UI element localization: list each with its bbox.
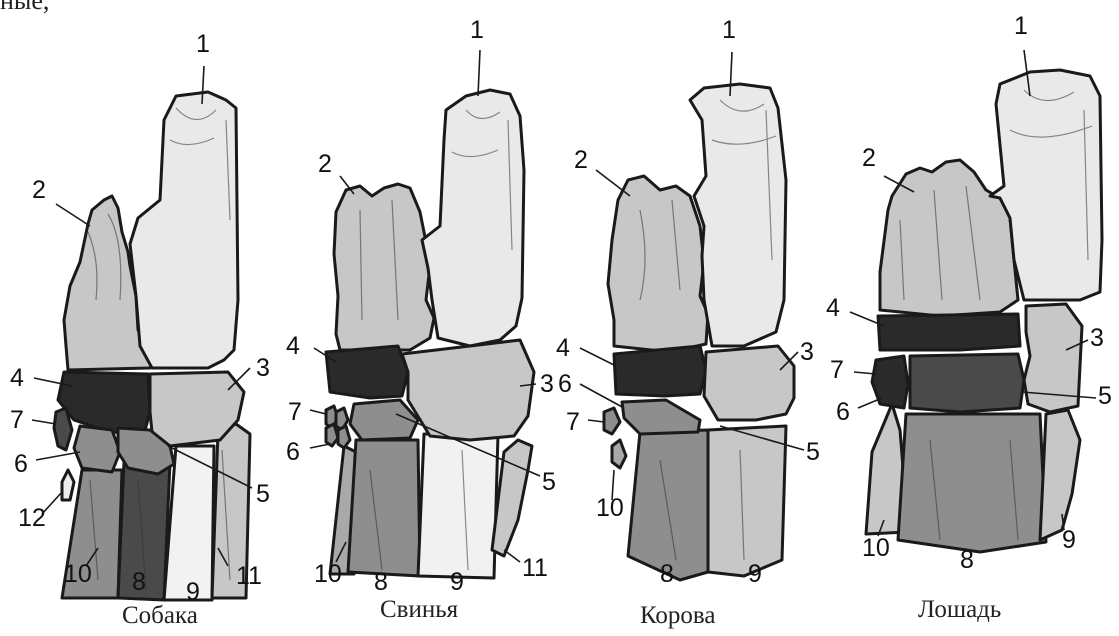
pig-bone-6a [326,424,338,446]
horse-bone-8 [898,414,1046,552]
cow-bone-6 [622,400,700,434]
pig-bone-2 [334,184,434,350]
cow-label-2: 2 [574,148,588,173]
horse-label-5: 5 [1098,384,1112,409]
cow-label-5: 5 [806,440,820,465]
dog-bone-9 [164,446,214,600]
pig-leader-11 [504,550,520,562]
pig-leader-1 [478,50,480,96]
pig-label-5: 5 [542,470,556,495]
pig-bone-8 [348,440,420,576]
cow-label-9: 9 [748,562,762,587]
pig-label-1: 1 [470,18,484,43]
dog-bone-12 [62,470,74,500]
dog-label-1: 1 [196,32,210,57]
horse-label-6: 6 [836,400,850,425]
dog-label-6: 6 [14,452,28,477]
caption-horse: Лошадь [918,596,1001,624]
cow-bone-2 [608,176,708,352]
cow-bone-9 [708,426,786,576]
cow-leader-4 [580,348,616,366]
cow-bone-4 [614,346,706,396]
horse-label-2: 2 [862,146,876,171]
cow-label-6: 6 [558,372,572,397]
dog-label-3: 3 [256,356,270,381]
horse-label-3: 3 [1090,326,1104,351]
dog-bone-6 [74,426,120,472]
pig-label-3: 3 [540,372,554,397]
horse-bone-4 [878,314,1020,350]
caption-dog: Собака [122,602,198,630]
horse-label-9: 9 [1062,528,1076,553]
pig-label-7: 7 [288,400,302,425]
cow-bone-8 [628,430,708,580]
horse-label-4: 4 [826,296,840,321]
dog-leader-2 [56,204,90,226]
dog-label-7: 7 [10,408,24,433]
cow-bone-1 [690,84,786,346]
pig-label-10: 10 [314,562,342,587]
horse-label-1: 1 [1014,14,1028,39]
pig-leader-7 [310,410,326,414]
dog-bone-1 [130,92,238,368]
pig-bone-9 [418,434,498,578]
pig-label-11: 11 [522,556,548,581]
cow-bone-7 [604,408,620,434]
cow-label-8: 8 [660,562,674,587]
cow-label-4: 4 [556,336,570,361]
dog-label-10: 10 [64,562,92,587]
cow-label-7: 7 [566,410,580,435]
pig-label-9: 9 [450,570,464,595]
cow-leader-7 [588,420,604,422]
dog-leader-6 [36,452,80,460]
pig-label-4: 4 [286,334,300,359]
dog-leader-7 [32,420,56,424]
horse-label-10: 10 [862,536,890,561]
dog-label-11: 11 [236,564,262,589]
caption-pig: Свинья [380,596,458,624]
pig-bone-4 [326,346,408,398]
dog-label-2: 2 [32,178,46,203]
dog-label-8: 8 [132,570,146,595]
caption-cow: Корова [640,602,716,630]
pig-bone-6b [338,426,350,448]
horse-label-8: 8 [960,548,974,573]
dog-label-12: 12 [18,506,46,531]
pig-label-2: 2 [318,152,332,177]
dog-label-4: 4 [10,366,24,391]
cow-label-1: 1 [722,18,736,43]
pig-leader-6 [310,444,330,448]
dog-label-5: 5 [256,482,270,507]
cow-bone-3 [704,346,794,420]
cow-label-10: 10 [596,496,624,521]
pig-bone-5 [350,400,418,440]
cow-label-3: 3 [800,340,814,365]
horse-bone-9 [1040,410,1080,540]
dog-label-9: 9 [186,580,200,605]
pig-label-6: 6 [286,440,300,465]
horse-bone-5 [910,354,1024,412]
horse-label-7: 7 [830,358,844,383]
pig-label-8: 8 [374,570,388,595]
cow-bone-10 [612,440,626,468]
